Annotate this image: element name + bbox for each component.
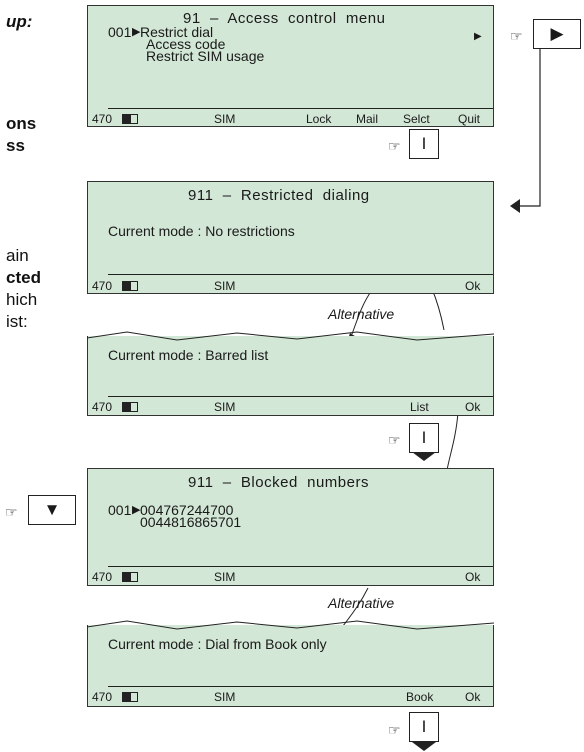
screen-title: 91 – Access control menu <box>183 10 386 27</box>
softkey-select[interactable]: Selct <box>403 112 430 126</box>
sim-label: SIM <box>214 279 236 293</box>
signal-counter: 470 <box>92 570 113 584</box>
ok-key[interactable]: I <box>409 129 439 159</box>
status-divider <box>108 274 493 275</box>
signal-counter: 470 <box>92 112 113 126</box>
pointing-hand-icon: ☞ <box>388 138 401 154</box>
list-index: 001 <box>108 502 132 518</box>
menu-item-access-code[interactable]: Access code <box>146 36 226 52</box>
ok-key[interactable]: I <box>409 712 439 742</box>
battery-icon <box>122 572 138 582</box>
softkey-book[interactable]: Book <box>406 690 434 704</box>
current-mode-text: Current mode : Barred list <box>108 347 269 363</box>
sim-label: SIM <box>214 690 236 704</box>
blocked-number[interactable]: 004767244700 <box>140 502 234 518</box>
restricted-dialing-screen: 911 – Restricted dialing Current mode : … <box>87 181 494 294</box>
side-text-heading: up: <box>6 12 33 31</box>
signal-counter: 470 <box>92 690 113 704</box>
side-text-line: ss <box>6 136 25 155</box>
dial-from-book-screen: Current mode : Dial from Book only 470 S… <box>87 620 494 707</box>
pointing-hand-icon: ☞ <box>388 722 401 738</box>
blocked-number[interactable]: 0044816865701 <box>140 514 242 530</box>
softkey-ok[interactable]: Ok <box>465 690 481 704</box>
side-text-line: ons <box>6 114 37 133</box>
menu-index: 001 <box>108 24 132 40</box>
menu-item-restrict-sim[interactable]: Restrict SIM usage <box>146 48 265 64</box>
status-divider <box>108 396 493 397</box>
blocked-numbers-screen: 911 – Blocked numbers 001 ▶ 004767244700… <box>87 468 494 586</box>
selection-pointer-icon: ▶ <box>132 26 141 38</box>
menu-item-restrict-dial[interactable]: Restrict dial <box>140 24 214 40</box>
screen-title: 911 – Blocked numbers <box>188 474 369 491</box>
selection-pointer-icon: ▶ <box>132 504 141 516</box>
ok-key[interactable]: I <box>409 423 439 453</box>
battery-icon <box>122 281 138 291</box>
screen-title: 911 – Restricted dialing <box>188 187 370 204</box>
battery-icon <box>122 114 138 124</box>
softkey-ok[interactable]: Ok <box>465 400 481 414</box>
signal-counter: 470 <box>92 279 113 293</box>
side-text-line: ain <box>6 246 29 265</box>
torn-edge <box>87 620 494 630</box>
barred-list-screen: Current mode : Barred list 470 SIM List … <box>87 331 494 416</box>
pointing-hand-icon: ☞ <box>388 432 401 448</box>
side-text-line: cted <box>6 268 41 287</box>
down-nav-key[interactable]: ▼ <box>28 495 76 525</box>
sim-label: SIM <box>214 570 236 584</box>
status-divider <box>108 686 493 687</box>
softkey-lock[interactable]: Lock <box>306 112 332 126</box>
signal-counter: 470 <box>92 400 113 414</box>
softkey-quit[interactable]: Quit <box>458 112 481 126</box>
pointing-hand-icon: ☞ <box>510 28 523 44</box>
torn-edge <box>87 331 494 341</box>
current-mode-text: Current mode : No restrictions <box>108 223 295 239</box>
sim-label: SIM <box>214 112 236 126</box>
softkey-ok[interactable]: Ok <box>465 279 481 293</box>
status-divider <box>108 566 493 567</box>
submenu-arrow-icon: ▶ <box>474 31 482 42</box>
current-mode-text: Current mode : Dial from Book only <box>108 636 327 652</box>
softkey-mail[interactable]: Mail <box>356 112 379 126</box>
side-text-line: hich <box>6 290 38 309</box>
side-text-line: ist: <box>6 312 28 331</box>
status-divider <box>108 108 493 109</box>
alternative-label: Alternative <box>328 306 395 322</box>
access-control-screen: 91 – Access control menu 001 ▶ Restrict … <box>87 5 494 127</box>
battery-icon <box>122 692 138 702</box>
softkey-ok[interactable]: Ok <box>465 570 481 584</box>
battery-icon <box>122 402 138 412</box>
sim-label: SIM <box>214 400 236 414</box>
right-nav-key[interactable]: ▶ <box>533 19 581 49</box>
pointing-hand-icon: ☞ <box>5 504 18 520</box>
softkey-list[interactable]: List <box>410 400 429 414</box>
alternative-label: Alternative <box>328 595 395 611</box>
